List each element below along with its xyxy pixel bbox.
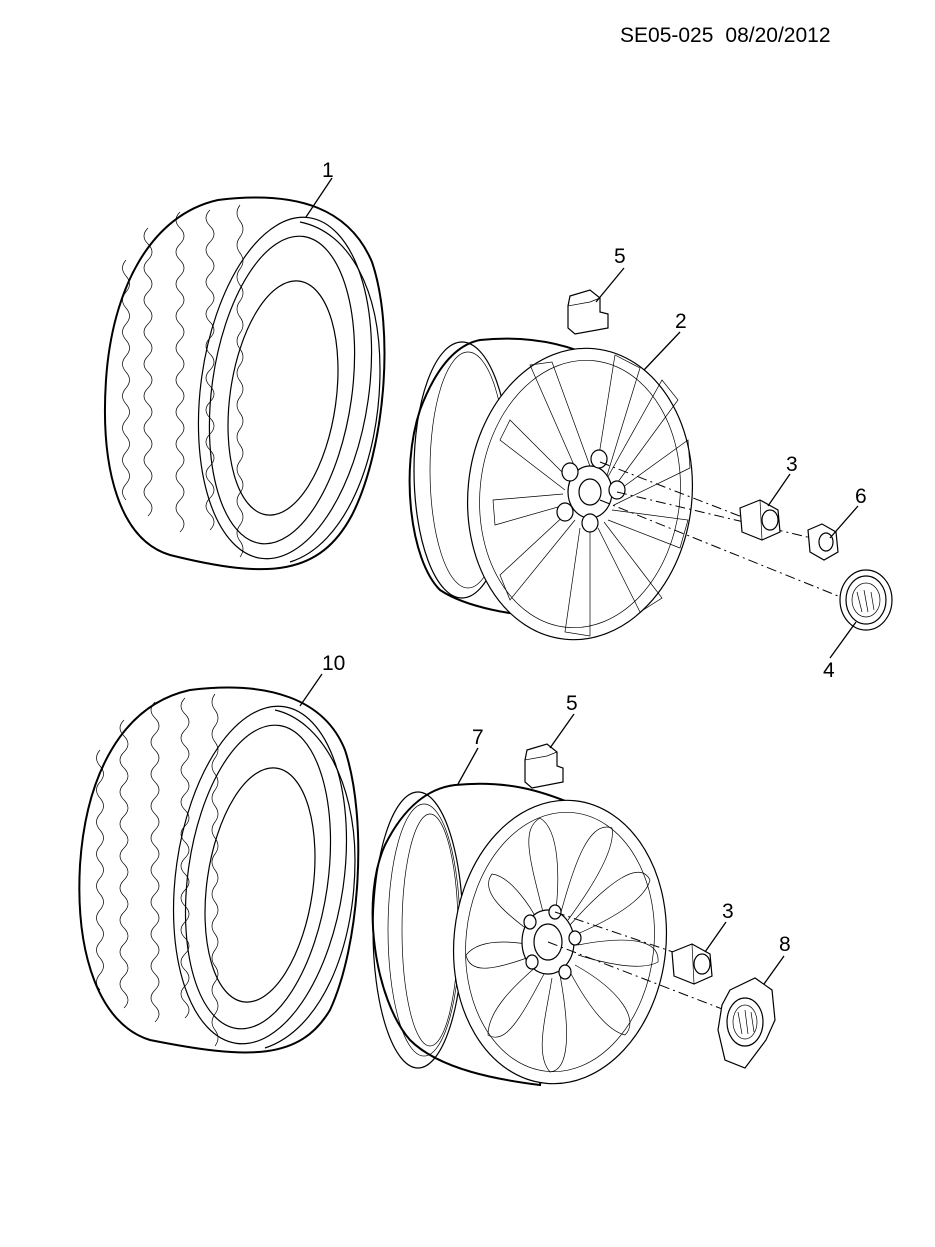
- lug-nut-3-bottom: [671, 943, 713, 985]
- callout-6: 6: [855, 485, 867, 508]
- document-id: SE05-025: [620, 24, 714, 47]
- callout-3-top: 3: [786, 453, 798, 476]
- alloy-wheel-2: [408, 337, 694, 641]
- document-date: 08/20/2012: [725, 24, 831, 47]
- lock-nut-6: [807, 523, 839, 561]
- center-cap-4: [839, 569, 893, 631]
- tire-1: [103, 196, 386, 571]
- callout-8: 8: [779, 933, 791, 956]
- balance-weight-5-bottom: [524, 743, 564, 789]
- callout-7: 7: [472, 726, 484, 749]
- callout-3-bottom: 3: [722, 900, 734, 923]
- tire-10: [78, 686, 360, 1054]
- callout-10: 10: [322, 652, 345, 675]
- diagram-header: SE05-025 08/20/2012: [620, 24, 920, 54]
- callout-5-top: 5: [614, 245, 626, 268]
- callout-5-bottom: 5: [566, 692, 578, 715]
- callout-1: 1: [322, 159, 334, 182]
- balance-weight-5-top: [567, 289, 609, 335]
- center-cap-8: [717, 977, 776, 1069]
- callout-4: 4: [823, 659, 835, 682]
- callout-2: 2: [675, 310, 687, 333]
- lug-nut-3-top: [739, 499, 781, 541]
